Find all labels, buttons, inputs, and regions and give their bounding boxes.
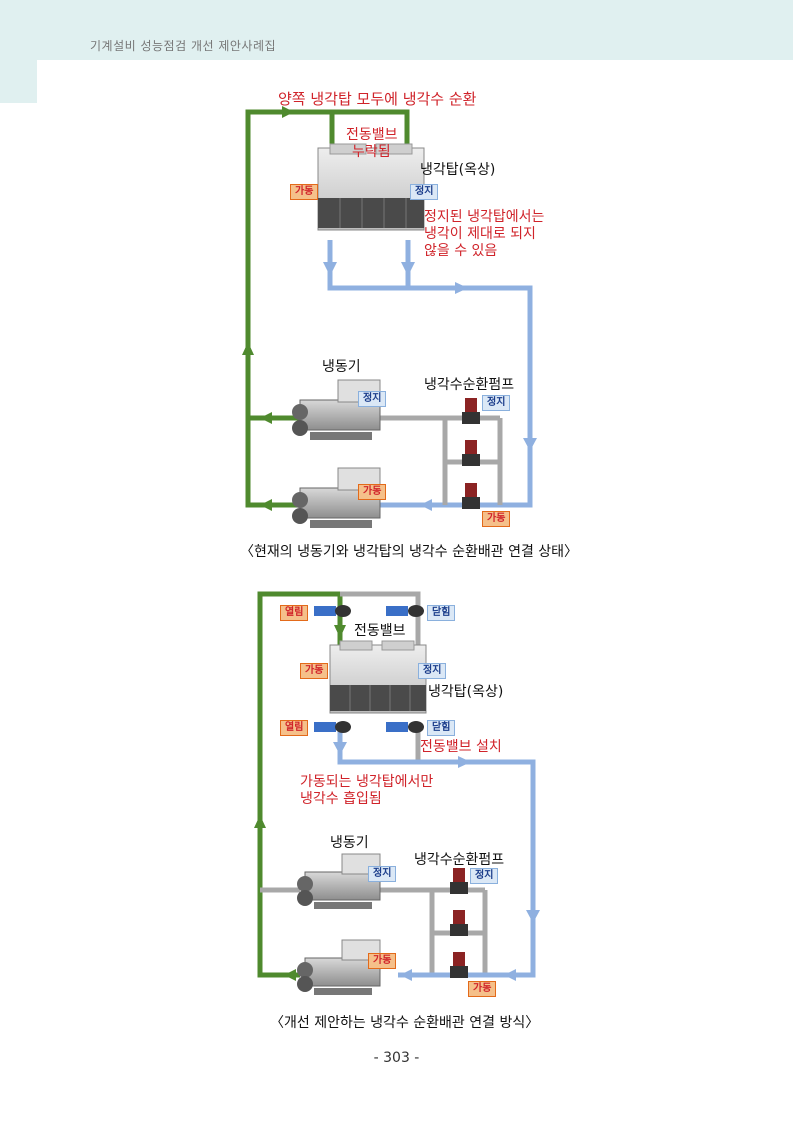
d1-caption: 〈현재의 냉동기와 냉각탑의 냉각수 순환배관 연결 상태〉 <box>240 544 579 560</box>
d2-valve-bottom-right-status: 닫힘 <box>427 720 456 736</box>
header-tab <box>0 60 37 103</box>
d2-valve-top-right <box>386 605 424 617</box>
d2-tower-run-badge: 가동 <box>300 663 329 679</box>
d1-warning-line3: 않을 수 있음 <box>424 243 498 259</box>
page-number: - 303 - <box>373 1050 420 1066</box>
d2-valve-label: 전동밸브 <box>354 623 406 639</box>
d2-valve-top-left-status: 열림 <box>280 605 309 621</box>
d1-chiller-top <box>292 379 381 440</box>
d2-valve-top-right-status: 닫힘 <box>427 605 456 621</box>
d1-pump-top-status: 정지 <box>482 395 511 411</box>
d1-valve-leak-line2: 누락됨 <box>352 144 391 160</box>
d1-tower-stop-badge: 정지 <box>410 184 439 200</box>
d1-pump-label: 냉각수순환펌프 <box>424 377 515 393</box>
d2-valve-bottom-left <box>314 721 351 733</box>
d1-warning-line1: 정지된 냉각탑에서는 <box>424 209 545 225</box>
d2-pump-label: 냉각수순환펌프 <box>414 852 505 868</box>
d1-blue-arrows <box>323 262 537 511</box>
d2-chiller-top-status: 정지 <box>368 866 397 882</box>
d2-valve-install: 전동밸브 설치 <box>420 739 502 755</box>
d2-pump-1 <box>450 868 468 894</box>
d1-pump-2 <box>462 440 480 466</box>
d1-title: 양쪽 냉각탑 모두에 냉각수 순환 <box>278 90 477 108</box>
d1-chiller-label: 냉동기 <box>322 359 361 375</box>
d2-chiller-label: 냉동기 <box>330 835 369 851</box>
d1-chiller-bottom-status: 가동 <box>358 484 387 500</box>
d1-pump-3 <box>462 483 480 509</box>
d2-tower-label: 냉각탑(옥상) <box>428 684 504 700</box>
d2-pump-2 <box>450 910 468 936</box>
header-title: 기계설비 성능점검 개선 제안사례집 <box>90 39 277 53</box>
d2-note-line1: 가동되는 냉각탑에서만 <box>300 774 434 790</box>
d2-chiller-bottom-status: 가동 <box>368 953 397 969</box>
d1-pump-1 <box>462 398 480 424</box>
d2-note-line2: 냉각수 흡입됨 <box>300 791 382 807</box>
d2-chiller-top <box>297 853 381 909</box>
d2-pump-bottom-status: 가동 <box>468 981 497 997</box>
d2-pump-top-status: 정지 <box>470 868 499 884</box>
d1-chiller-top-status: 정지 <box>358 391 387 407</box>
d2-blue-arrows <box>333 742 540 981</box>
d2-cooling-tower <box>329 640 427 714</box>
d2-green-arrows <box>254 625 346 981</box>
header-band <box>0 0 793 60</box>
d2-caption: 〈개선 제안하는 냉각수 순환배관 연결 방식〉 <box>270 1015 540 1031</box>
d2-pump-3 <box>450 952 468 978</box>
d1-valve-leak-line1: 전동밸브 <box>346 127 398 143</box>
d2-valve-top-left <box>314 605 351 617</box>
d1-tower-run-badge: 가동 <box>290 184 319 200</box>
d1-warning-line2: 냉각이 제대로 되지 <box>424 226 536 242</box>
d1-pump-bottom-status: 가동 <box>482 511 511 527</box>
d2-valve-bottom-left-status: 열림 <box>280 720 309 736</box>
d2-valve-bottom-right <box>386 721 424 733</box>
d2-chiller-bottom <box>297 939 381 995</box>
d2-tower-stop-badge: 정지 <box>418 663 447 679</box>
d1-gray-pipe <box>380 415 503 505</box>
d1-cooling-tower <box>317 143 425 231</box>
d1-tower-label: 냉각탑(옥상) <box>420 162 496 178</box>
